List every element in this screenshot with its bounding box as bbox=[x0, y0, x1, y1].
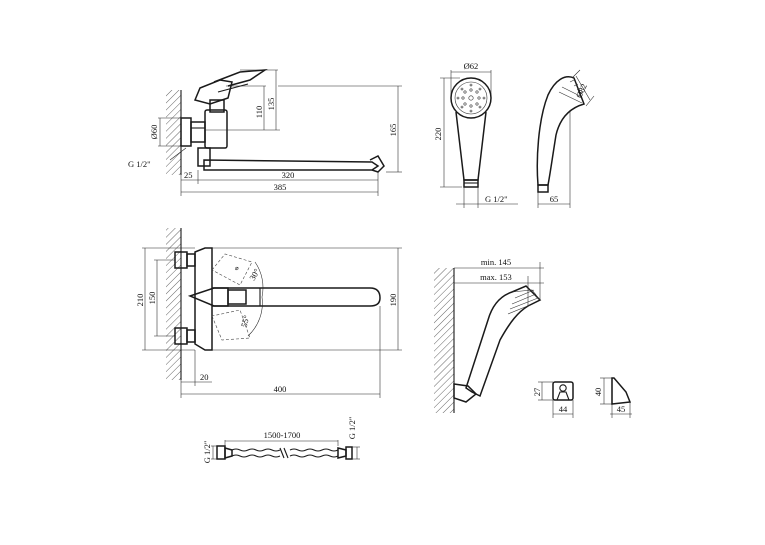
holder-front-view: 27 44 bbox=[532, 381, 574, 418]
thread-label: G 1/2" bbox=[485, 194, 508, 204]
dim-165: 165 bbox=[388, 124, 398, 137]
holder-side-view: 40 45 bbox=[593, 377, 632, 418]
hand-shower-side-view: Ø82 65 bbox=[536, 69, 595, 208]
hose-view: 1500-1700 G 1/2" G 1/2" bbox=[202, 417, 360, 464]
thread-left: G 1/2" bbox=[202, 441, 212, 464]
thread-label: G 1/2" bbox=[128, 159, 151, 169]
dim-190: 190 bbox=[388, 294, 398, 307]
hose-length: 1500-1700 bbox=[264, 430, 301, 440]
dim-210: 210 bbox=[135, 294, 145, 307]
holder-install-view: min. 145 max. 153 bbox=[434, 257, 544, 413]
dim-220: 220 bbox=[433, 128, 443, 141]
dim-20: 20 bbox=[200, 372, 209, 382]
dim-135: 135 bbox=[266, 98, 276, 111]
faucet-top-view: ⌀ 30° 55° 210 150 190 20 400 bbox=[135, 228, 402, 398]
angle-55: 55° bbox=[239, 314, 252, 328]
dim-320: 320 bbox=[282, 170, 295, 180]
dim-150: 150 bbox=[147, 292, 157, 305]
dim-min: min. 145 bbox=[481, 257, 511, 267]
angle-30: 30° bbox=[247, 267, 262, 282]
dim-65: 65 bbox=[550, 194, 559, 204]
dim-44: 44 bbox=[559, 404, 568, 414]
dim-385: 385 bbox=[274, 182, 287, 192]
dim-400: 400 bbox=[274, 384, 287, 394]
thread-right: G 1/2" bbox=[347, 417, 357, 440]
dim-40: 40 bbox=[593, 388, 603, 397]
faucet-side-view: 110 135 165 Ø60 G 1/2" 25 320 385 bbox=[128, 69, 402, 196]
dim-110: 110 bbox=[254, 106, 264, 118]
dim-d60: Ø60 bbox=[149, 125, 159, 140]
dim-45: 45 bbox=[617, 404, 626, 414]
hand-shower-front-view: Ø62 220 G 1/2" bbox=[433, 61, 518, 208]
dim-d62: Ø62 bbox=[464, 61, 479, 71]
dim-27: 27 bbox=[532, 388, 542, 397]
dim-max: max. 153 bbox=[480, 272, 512, 282]
dim-25: 25 bbox=[184, 170, 193, 180]
ghost-label-top: ⌀ bbox=[235, 266, 239, 272]
